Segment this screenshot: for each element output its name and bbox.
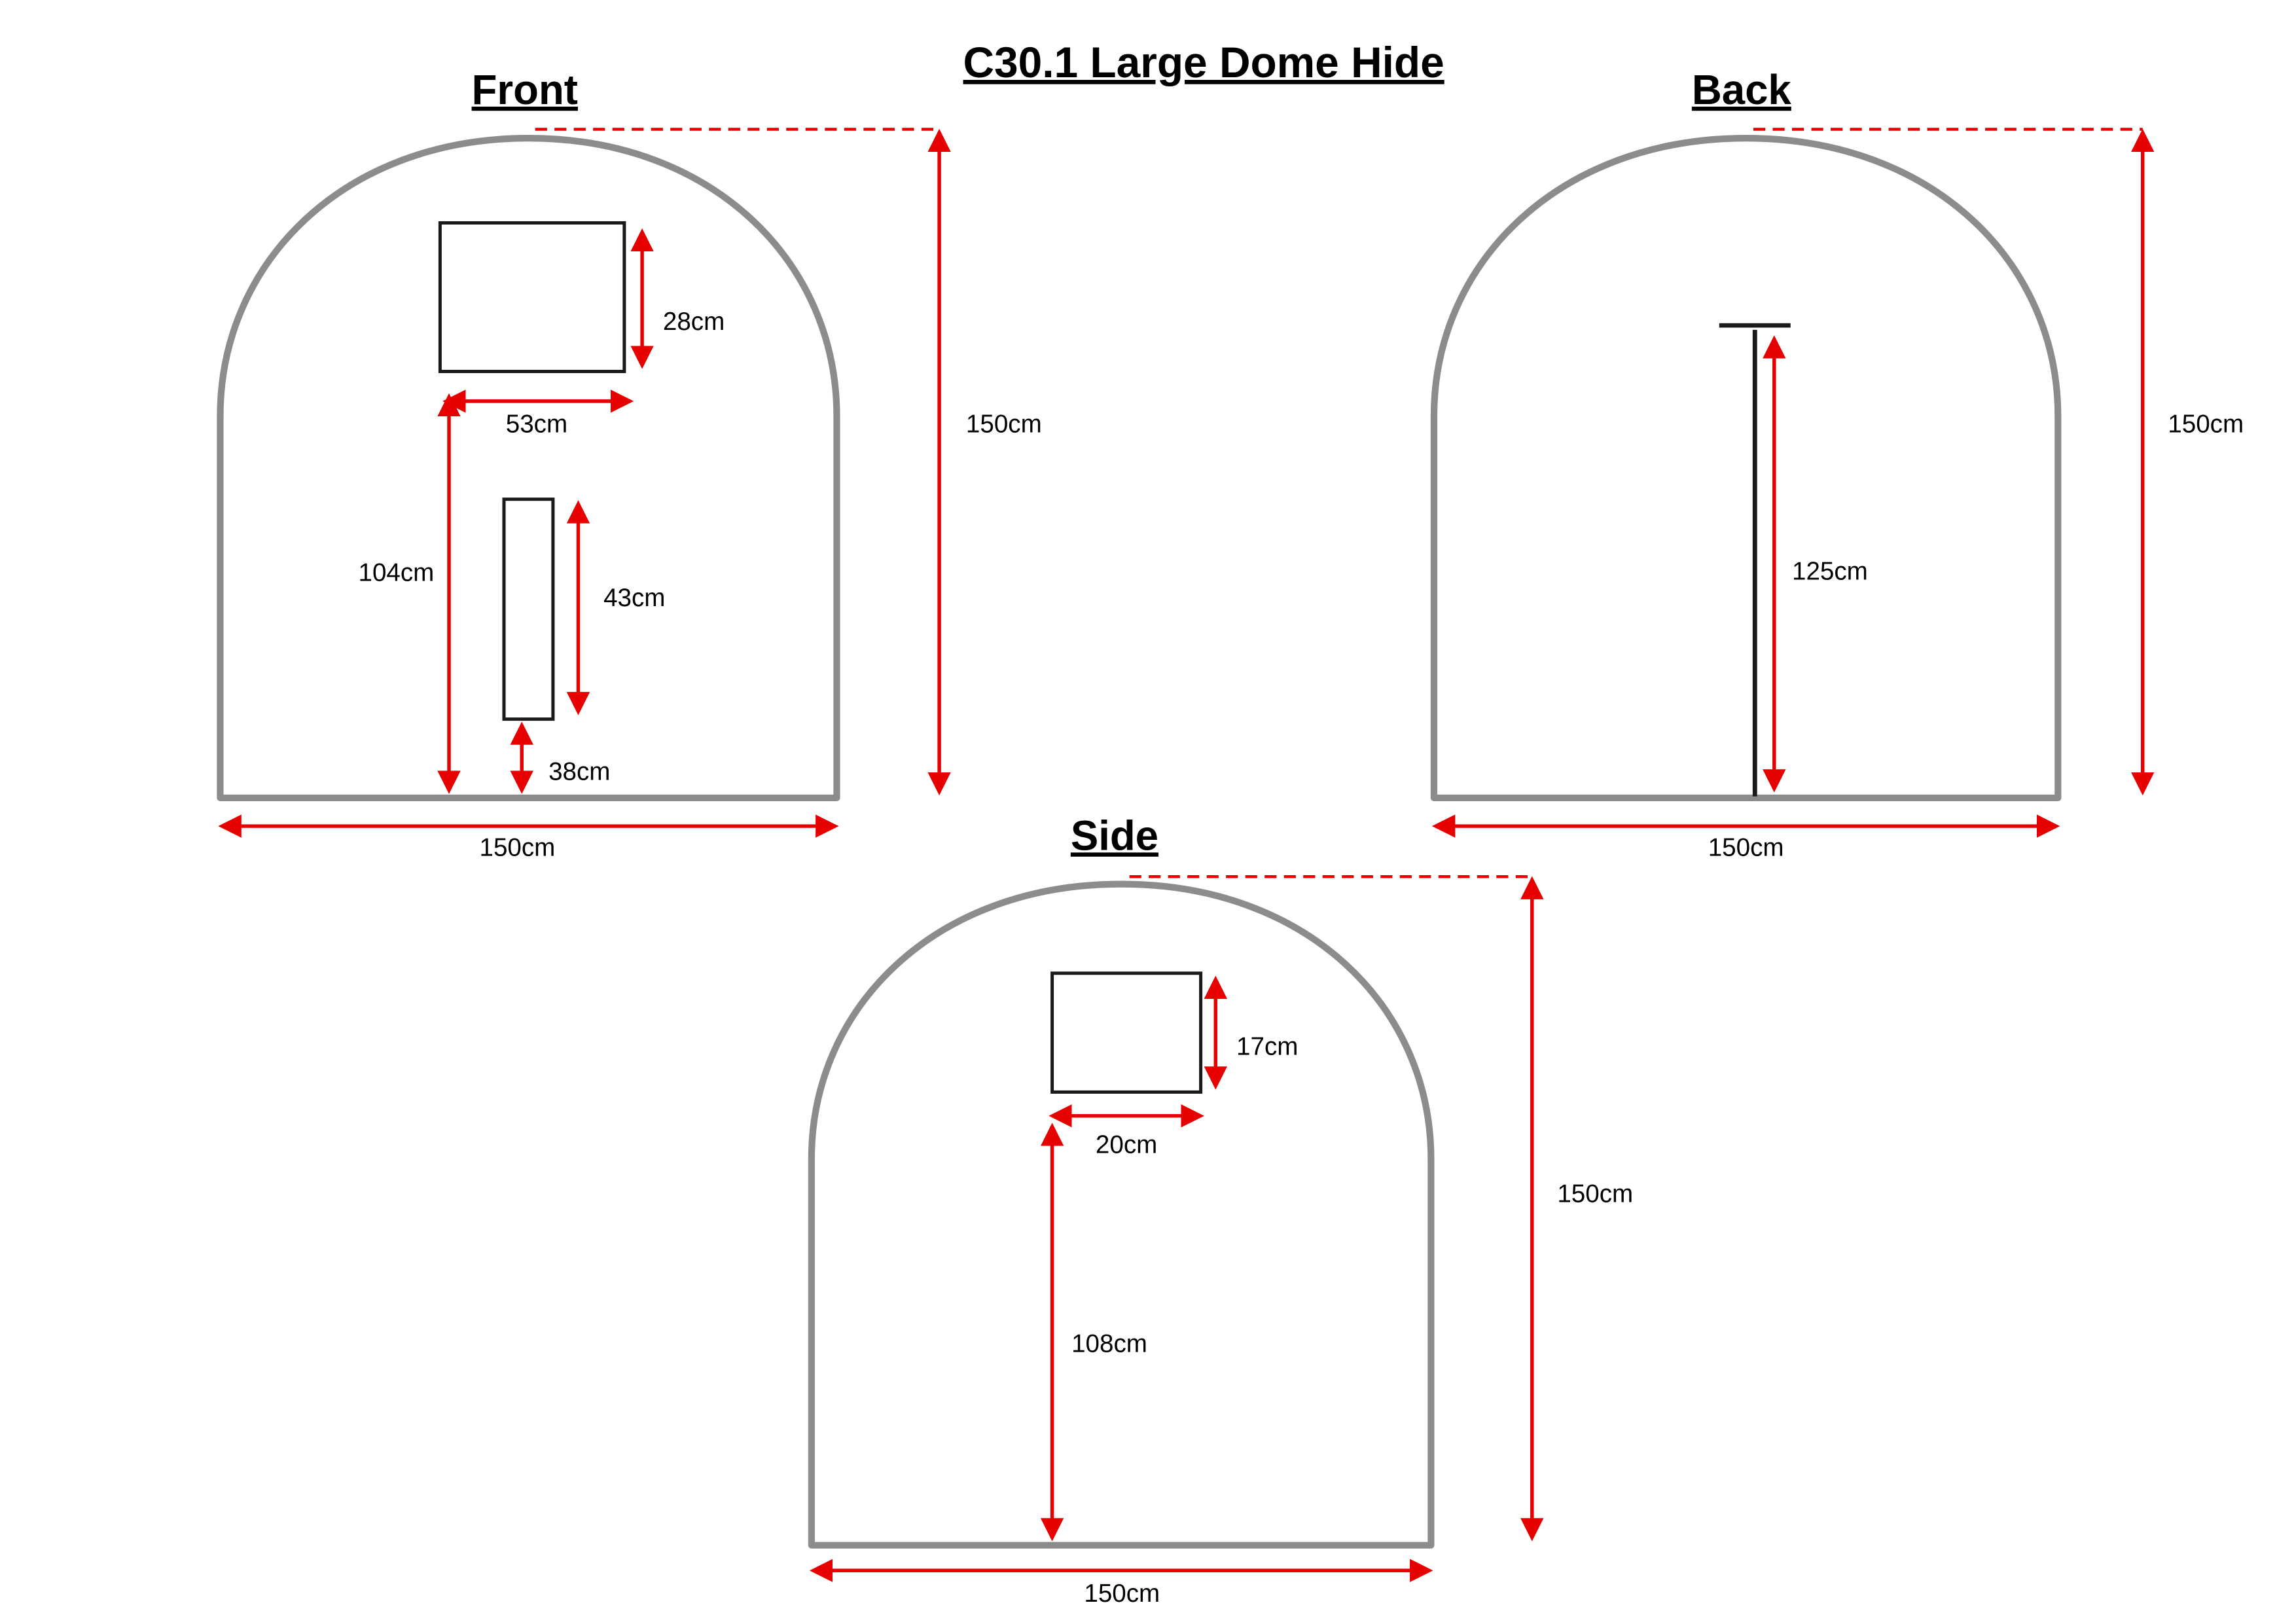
page-title: C30.1 Large Dome Hide bbox=[963, 38, 1444, 86]
front-window-to-ground-label: 104cm bbox=[359, 559, 435, 587]
side-dome-outline bbox=[808, 880, 1435, 1549]
front-viewing-window bbox=[438, 221, 626, 373]
front-window-width-label: 53cm bbox=[506, 410, 567, 439]
back-heading: Back bbox=[1692, 67, 1792, 113]
side-viewing-window bbox=[1050, 971, 1203, 1094]
side-heading: Side bbox=[1071, 812, 1158, 859]
front-total-width-label: 150cm bbox=[480, 833, 556, 861]
back-view: Back 125cm 150cm 150cm bbox=[1430, 67, 2244, 861]
front-view: Front 28cm 53cm 104cm 43cm 38cm 150cm 15… bbox=[217, 67, 1042, 861]
front-camera-slot bbox=[502, 497, 555, 721]
back-zip-height-label: 125cm bbox=[1792, 557, 1868, 585]
back-dome-outline bbox=[1430, 134, 2062, 802]
side-total-height-label: 150cm bbox=[1557, 1180, 1633, 1208]
side-window-height-label: 17cm bbox=[1236, 1033, 1298, 1061]
front-heading: Front bbox=[472, 67, 578, 113]
front-dome-outline bbox=[217, 134, 840, 802]
side-window-to-ground-label: 108cm bbox=[1071, 1330, 1147, 1358]
front-total-height-label: 150cm bbox=[966, 410, 1042, 439]
side-window-width-label: 20cm bbox=[1096, 1130, 1157, 1159]
front-window-height-label: 28cm bbox=[663, 308, 725, 336]
front-slot-height-label: 43cm bbox=[603, 584, 665, 612]
front-slot-to-ground-label: 38cm bbox=[548, 758, 610, 786]
side-total-width-label: 150cm bbox=[1084, 1579, 1160, 1608]
back-total-width-label: 150cm bbox=[1708, 833, 1784, 861]
side-view: Side 17cm 20cm 108cm 150cm 150cm bbox=[808, 812, 1633, 1608]
back-total-height-label: 150cm bbox=[2168, 410, 2244, 439]
